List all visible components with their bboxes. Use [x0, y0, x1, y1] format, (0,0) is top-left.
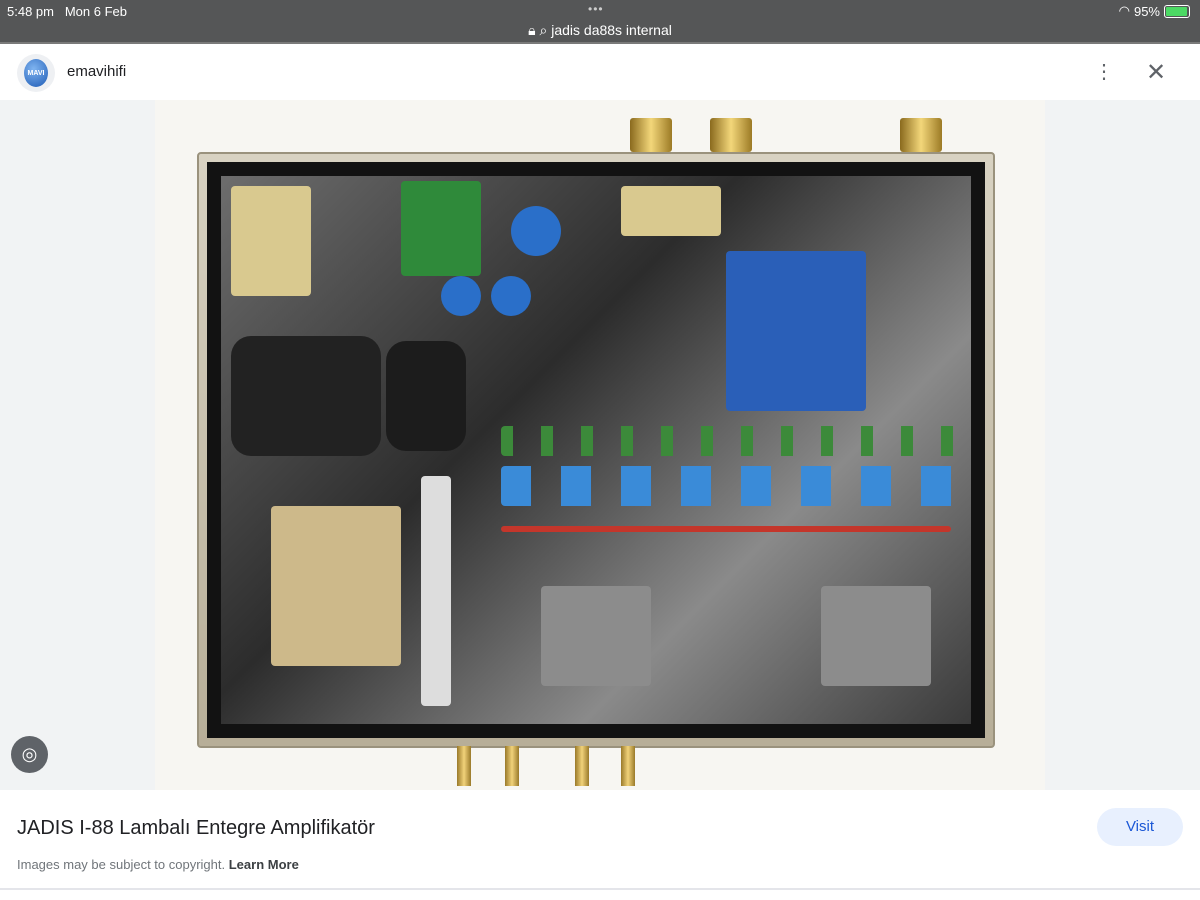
site-logo[interactable]: MAVI — [17, 54, 55, 92]
image-title[interactable]: JADIS I-88 Lambalı Entegre Amplifikatör — [17, 817, 375, 839]
multitask-dots-icon[interactable]: ••• — [588, 2, 604, 16]
status-time: 5:48 pm Mon 6 Feb — [7, 4, 127, 19]
result-header: MAVI emavihifi ⋮ ✕ — [0, 46, 1200, 100]
address-bar[interactable]: 🔒︎ ⌕ jadis da88s internal — [0, 22, 1200, 39]
copyright-notice: Images may be subject to copyright. Lear… — [17, 857, 299, 872]
image-viewer: ◎ — [0, 100, 1200, 790]
amplifier-photo[interactable] — [155, 100, 1045, 790]
lock-icon: 🔒︎ — [528, 22, 536, 38]
learn-more-link[interactable]: Learn More — [228, 857, 299, 872]
more-options-icon[interactable]: ⋮ — [1094, 61, 1114, 83]
site-name[interactable]: emavihifi — [67, 63, 127, 80]
status-bar: 5:48 pm Mon 6 Feb ••• ◠ 95% 🔒︎ ⌕ jadis d… — [0, 0, 1200, 44]
status-right: ◠ 95% — [1119, 3, 1190, 19]
image-caption: JADIS I-88 Lambalı Entegre Amplifikatör … — [0, 790, 1200, 890]
close-icon[interactable]: ✕ — [1145, 59, 1167, 86]
wifi-icon: ◠ — [1118, 3, 1130, 18]
battery-percent: 95% — [1133, 3, 1160, 19]
lens-icon[interactable]: ◎ — [11, 736, 48, 773]
visit-button[interactable]: Visit — [1097, 808, 1183, 846]
url-text: jadis da88s internal — [551, 22, 672, 38]
search-icon: ⌕ — [539, 22, 548, 38]
battery-charging-icon — [1164, 4, 1190, 18]
